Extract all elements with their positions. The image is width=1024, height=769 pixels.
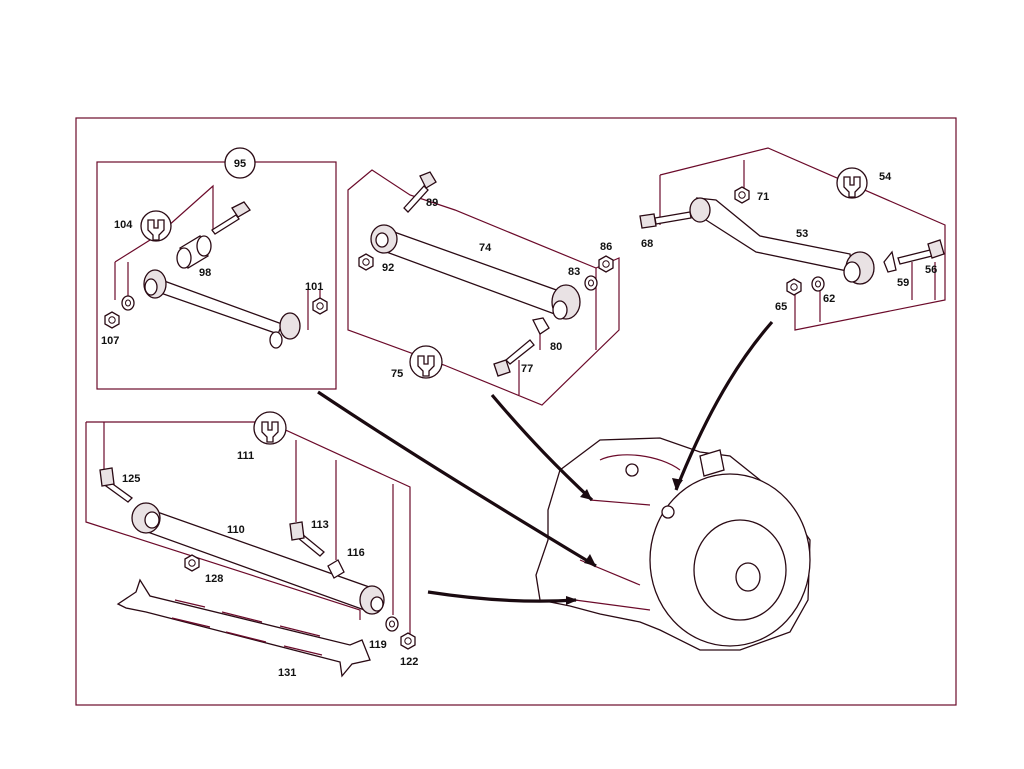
control-arm-110 (131, 502, 385, 615)
label-80: 80 (550, 341, 562, 353)
label-101: 101 (305, 281, 323, 293)
control-arm-74 (370, 224, 581, 320)
label-59: 59 (897, 277, 909, 289)
label-128: 128 (205, 573, 223, 585)
wrench-icon (409, 345, 443, 379)
bushing-98 (176, 235, 212, 269)
label-111: 111 (237, 450, 254, 462)
bolt-56 (897, 239, 945, 265)
strut-arm-95 (143, 269, 301, 349)
clip-116 (327, 559, 345, 579)
label-68: 68 (641, 238, 653, 250)
label-104: 104 (114, 219, 133, 231)
clip-80 (532, 317, 550, 335)
label-62: 62 (823, 293, 835, 305)
control-arm-53 (689, 197, 875, 285)
label-86: 86 (600, 241, 612, 253)
label-98: 98 (199, 267, 211, 279)
label-92: 92 (382, 262, 394, 274)
bolt-89 (403, 171, 437, 213)
clip-59 (883, 250, 897, 273)
bolt-125 (99, 467, 133, 503)
label-77: 77 (521, 363, 533, 375)
label-75: 75 (391, 368, 403, 380)
label-116: 116 (347, 547, 365, 559)
wrench-icon (253, 411, 287, 445)
label-119: 119 (369, 639, 387, 651)
group-74: 89 74 92 83 86 80 77 75 (347, 169, 620, 406)
group-95-callout-circle (224, 147, 256, 179)
wrench-icon (836, 167, 868, 199)
label-122: 122 (400, 656, 418, 668)
bolt-113 (289, 521, 325, 557)
bolt-upper (211, 201, 251, 235)
label-56: 56 (925, 264, 937, 276)
tie-rod-131 (116, 578, 371, 678)
label-53: 53 (796, 228, 808, 240)
bolt-68 (639, 211, 692, 229)
pointer-arrows (317, 320, 774, 605)
group-53: 54 71 68 53 56 59 62 65 (639, 147, 946, 331)
label-65: 65 (775, 301, 787, 313)
axle-assembly (535, 437, 811, 651)
label-89: 89 (426, 197, 438, 209)
label-107: 107 (101, 335, 119, 347)
label-71: 71 (757, 191, 769, 203)
label-54: 54 (879, 171, 892, 183)
diagram-frame (75, 117, 957, 706)
label-131: 131 (278, 667, 296, 679)
label-125: 125 (122, 473, 140, 485)
label-110: 110 (227, 524, 245, 536)
label-74: 74 (479, 242, 492, 254)
label-95: 95 (234, 158, 246, 170)
label-83: 83 (568, 266, 580, 278)
group-95-box (96, 161, 337, 390)
wrench-icon (140, 210, 172, 242)
label-113: 113 (311, 519, 329, 531)
group-95: 95 104 98 (96, 147, 337, 390)
group-110: 111 125 110 113 116 128 119 122 (85, 411, 418, 679)
bolt-77 (493, 339, 535, 377)
